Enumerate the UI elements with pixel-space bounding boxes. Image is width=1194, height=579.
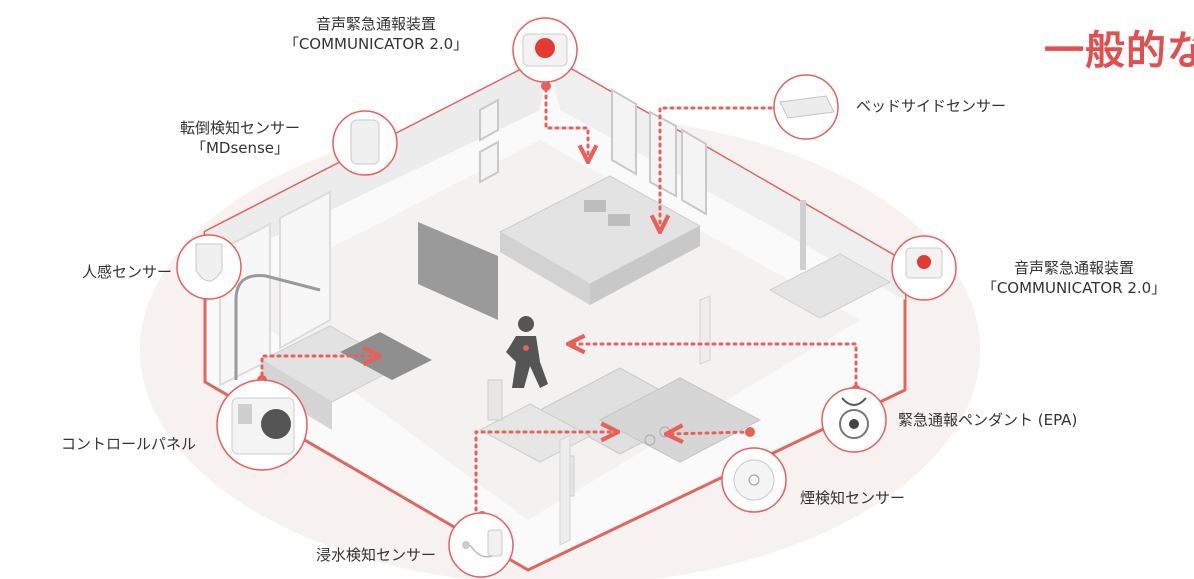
control-panel-label: コントロールパネル	[60, 435, 196, 453]
smoke-sensor-label: 煙検知センサー	[800, 489, 906, 507]
communicator-right-label: 音声緊急通報装置 「COMMUNICATOR 2.0」	[960, 258, 1188, 298]
fall-sensor-icon	[350, 119, 380, 165]
bathroom	[768, 200, 892, 319]
fall-sensor-line2: 「MDsense」	[190, 139, 290, 157]
motion-sensor-device[interactable]	[176, 234, 242, 300]
person-figure	[506, 316, 548, 388]
partition-walls	[559, 295, 711, 546]
pendant-label: 緊急通報ペンダント (EPA)	[898, 411, 1078, 429]
wall-frames	[479, 88, 707, 216]
emergency-button-icon	[917, 255, 931, 269]
bedside-sensor-device[interactable]	[773, 74, 839, 140]
back-wall-right	[548, 56, 905, 300]
dial-icon	[261, 409, 291, 439]
flood-sensor-label: 浸水検知センサー	[315, 546, 436, 564]
pendant-device[interactable]	[821, 387, 887, 453]
communicator-right-device[interactable]	[891, 235, 957, 301]
fall-sensor-line1: 転倒検知センサー	[179, 119, 300, 137]
floor-lamp	[234, 274, 321, 380]
bedside-sensor-label: ベッドサイドセンサー	[856, 97, 1007, 115]
communicator-right-line1: 音声緊急通報装置	[1013, 259, 1134, 277]
flood-sensor-icon	[487, 529, 503, 557]
tv	[418, 222, 498, 320]
communicator-right-line2: 「COMMUNICATOR 2.0」	[981, 279, 1167, 297]
motion-sensor-icon	[195, 243, 223, 282]
communicator-top-line1: 音声緊急通報装置	[315, 15, 436, 33]
communicator-top-line2: 「COMMUNICATOR 2.0」	[283, 35, 469, 53]
floor	[230, 140, 860, 520]
bed	[498, 175, 702, 305]
fall-sensor-label: 転倒検知センサー 「MDsense」	[148, 118, 332, 158]
flood-sensor-device[interactable]	[448, 512, 514, 578]
page-heading: 一般的な	[1044, 28, 1194, 74]
communicator-top-label: 音声緊急通報装置 「COMMUNICATOR 2.0」	[256, 14, 496, 54]
kitchen-counter	[538, 367, 762, 463]
communicator-top-device[interactable]	[512, 17, 578, 83]
coffee-table	[340, 332, 432, 380]
motion-sensor-label: 人感センサー	[81, 263, 172, 281]
smoke-sensor-device[interactable]	[721, 447, 787, 513]
emergency-button-icon	[535, 38, 555, 58]
connector-lines	[260, 80, 926, 520]
bedside-mat-icon	[779, 95, 835, 119]
control-panel-device[interactable]	[216, 379, 308, 471]
smoke-sensor-icon	[733, 459, 775, 501]
fall-sensor-device[interactable]	[332, 110, 398, 176]
